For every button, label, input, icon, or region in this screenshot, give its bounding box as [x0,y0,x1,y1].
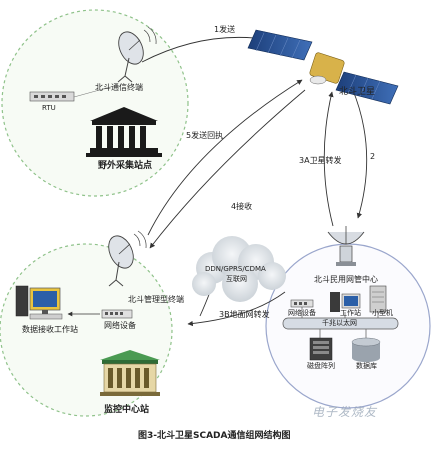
arrow-5-label: 5发送回执 [186,131,224,140]
arrow-2-label: 2 [370,152,376,161]
disk-array-label: 磁盘阵列 [307,362,335,370]
monitor-center-title: 监控中心站 [104,405,150,415]
internet-cloud-icon [192,236,286,302]
monitor-center-building-icon [100,350,160,396]
database-label: 数据库 [356,362,377,370]
monitor-terminal-label: 北斗管理型终端 [128,295,184,304]
operation-workstation-icon [330,292,361,312]
rtu-device-icon [29,85,115,102]
workstation-computer-icon [15,285,63,320]
minicomputer-label: 小型机 [372,309,393,317]
arrow-3a-label: 3A卫星转发 [299,156,342,165]
watermark: 电子发烧友 [312,405,378,419]
operation-workstation-label: 工作站 [340,309,361,317]
disk-array-icon [309,337,333,361]
cloud-label-line2: 互联网 [226,275,247,283]
monitor-terminal-antenna-icon [108,230,147,287]
arrow-5-send-receipt [147,79,303,236]
field-terminal-antenna-icon [117,26,157,83]
field-station-building-icon [86,107,162,157]
satellite-label: 北斗卫星 [339,87,376,97]
database-icon [351,337,381,362]
arrow-4-receive [149,89,306,249]
arrow-3b-label: 3B地面网转发 [219,310,270,319]
arrow-4-label: 4接收 [231,202,253,211]
field-station-boundary [1,9,189,197]
monitor-network-device-label: 网络设备 [104,321,136,330]
rtu-label: RTU [42,104,56,112]
operation-network-device-label: 网络设备 [288,309,316,317]
cloud-label-line1: DDN/GPRS/CDMA [205,265,266,273]
monitor-network-device-icon [67,309,133,319]
workstation-label: 数据接收工作站 [22,325,78,334]
arrow-3b-ground-relay [187,291,286,327]
arrow-1-label: 1发送 [214,25,236,34]
operation-center-dish-icon [327,226,365,266]
operation-center-title: 北斗民用网管中心 [314,275,378,284]
satellite-icon [247,29,399,105]
field-terminal-label: 北斗通信终端 [95,83,143,92]
ethernet-label: 千兆以太网 [322,319,357,327]
minicomputer-icon [369,285,387,313]
arrow-2 [351,87,368,219]
gigabit-ethernet-bus [282,307,399,338]
field-station-title: 野外采集站点 [98,161,153,171]
operation-network-device-icon [290,299,314,308]
arrow-3a-satellite-relay [323,91,334,227]
figure-caption: 图3-北斗卫星SCADA通信组网结构图 [138,431,291,441]
